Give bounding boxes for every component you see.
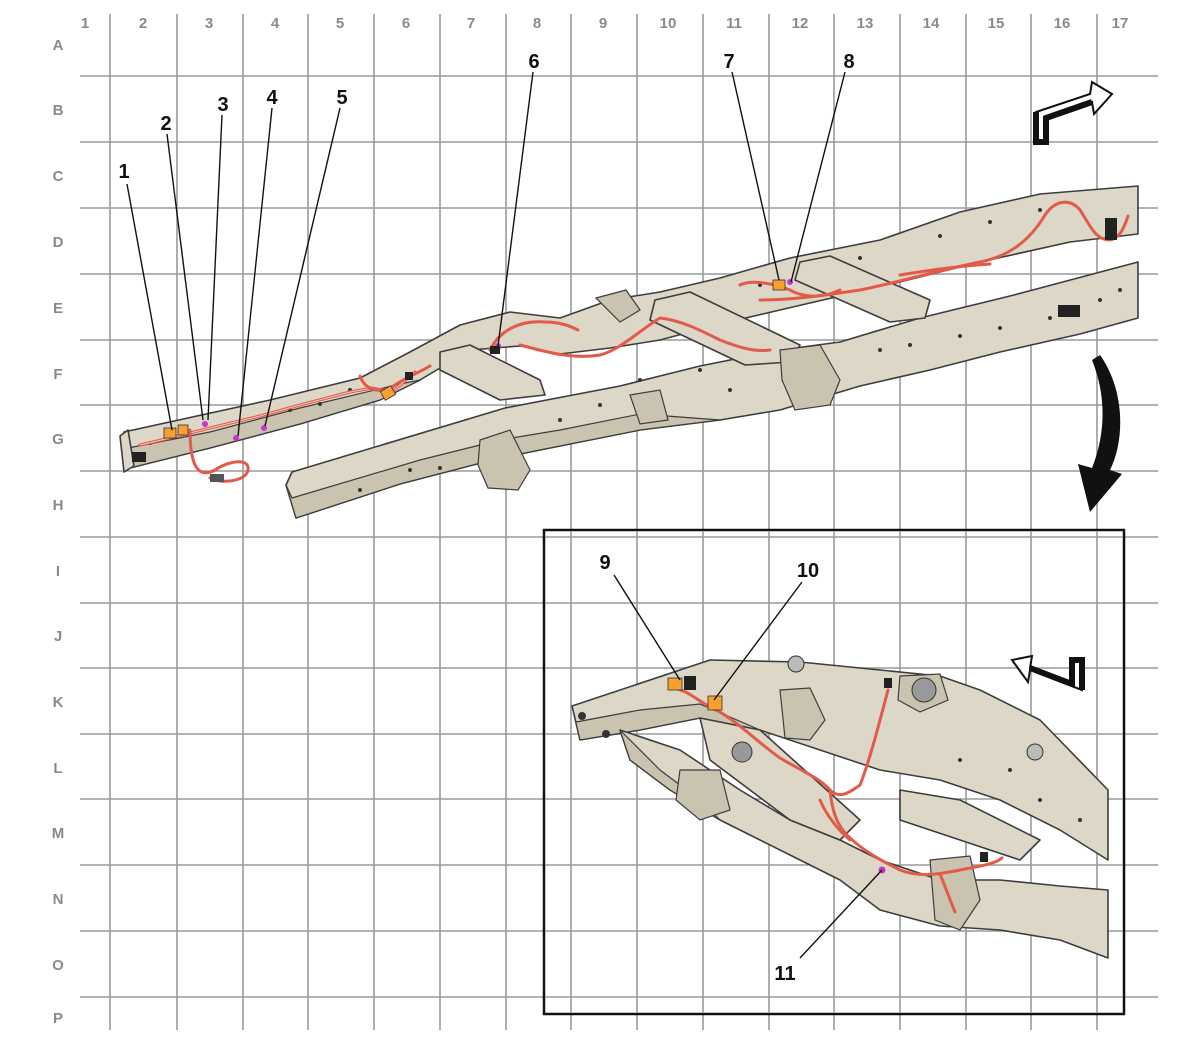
callout-7: 7 bbox=[723, 51, 734, 73]
col-label-10: 10 bbox=[660, 15, 677, 32]
col-label-11: 11 bbox=[726, 15, 742, 32]
col-label-2: 2 bbox=[139, 15, 147, 32]
col-label-13: 13 bbox=[857, 15, 874, 32]
row-label-I: I bbox=[56, 563, 60, 580]
callouts-inset: 9 10 11 bbox=[599, 552, 883, 985]
col-label-9: 9 bbox=[599, 15, 607, 32]
connectors-inset bbox=[667, 676, 988, 874]
row-label-F: F bbox=[53, 366, 62, 383]
callout-6: 6 bbox=[528, 51, 539, 73]
row-labels: A B C D E F G H I J K L M N O P bbox=[52, 37, 65, 1027]
col-label-6: 6 bbox=[402, 15, 410, 32]
frame-holes bbox=[148, 208, 1122, 492]
column-labels: 1 2 3 4 5 6 7 8 9 10 11 12 13 14 15 16 1… bbox=[81, 15, 1129, 32]
col-label-5: 5 bbox=[336, 15, 344, 32]
row-label-M: M bbox=[52, 825, 65, 842]
col-label-15: 15 bbox=[988, 15, 1005, 32]
callout-9: 9 bbox=[599, 552, 610, 574]
row-label-E: E bbox=[53, 300, 63, 317]
callout-8: 8 bbox=[843, 51, 854, 73]
col-label-7: 7 bbox=[467, 15, 475, 32]
callout-1: 1 bbox=[118, 161, 129, 183]
row-label-D: D bbox=[53, 234, 64, 251]
callout-2: 2 bbox=[160, 113, 171, 135]
direction-arrow-icon bbox=[1033, 80, 1114, 145]
row-label-N: N bbox=[53, 891, 64, 908]
row-label-B: B bbox=[53, 102, 64, 119]
col-label-12: 12 bbox=[792, 15, 809, 32]
col-label-14: 14 bbox=[923, 15, 940, 32]
curved-arrow-icon bbox=[1078, 355, 1122, 512]
callouts-main: 1 2 3 4 5 6 7 8 bbox=[118, 51, 855, 437]
callout-11: 11 bbox=[774, 963, 795, 985]
row-label-H: H bbox=[53, 497, 64, 514]
col-label-17: 17 bbox=[1112, 15, 1129, 32]
callout-4: 4 bbox=[266, 87, 278, 109]
row-label-P: P bbox=[53, 1010, 63, 1027]
callout-10: 10 bbox=[797, 560, 819, 582]
row-label-L: L bbox=[53, 760, 62, 777]
vehicle-frame-inset bbox=[571, 655, 1109, 959]
col-label-1: 1 bbox=[81, 15, 89, 32]
row-label-K: K bbox=[53, 694, 64, 711]
col-label-8: 8 bbox=[533, 15, 541, 32]
row-label-C: C bbox=[53, 168, 64, 185]
col-label-4: 4 bbox=[271, 15, 280, 32]
inset-detail-view: 9 10 11 bbox=[542, 528, 1126, 1016]
direction-arrow-left-icon bbox=[1010, 654, 1085, 692]
row-label-J: J bbox=[54, 628, 62, 645]
row-label-O: O bbox=[52, 957, 64, 974]
row-label-A: A bbox=[53, 37, 64, 54]
vehicle-frame-main bbox=[119, 185, 1139, 519]
callout-5: 5 bbox=[336, 87, 347, 109]
row-label-G: G bbox=[52, 431, 64, 448]
col-label-16: 16 bbox=[1054, 15, 1071, 32]
col-label-3: 3 bbox=[205, 15, 213, 32]
callout-3: 3 bbox=[217, 94, 228, 116]
wiring-harness-inset bbox=[670, 686, 1004, 914]
